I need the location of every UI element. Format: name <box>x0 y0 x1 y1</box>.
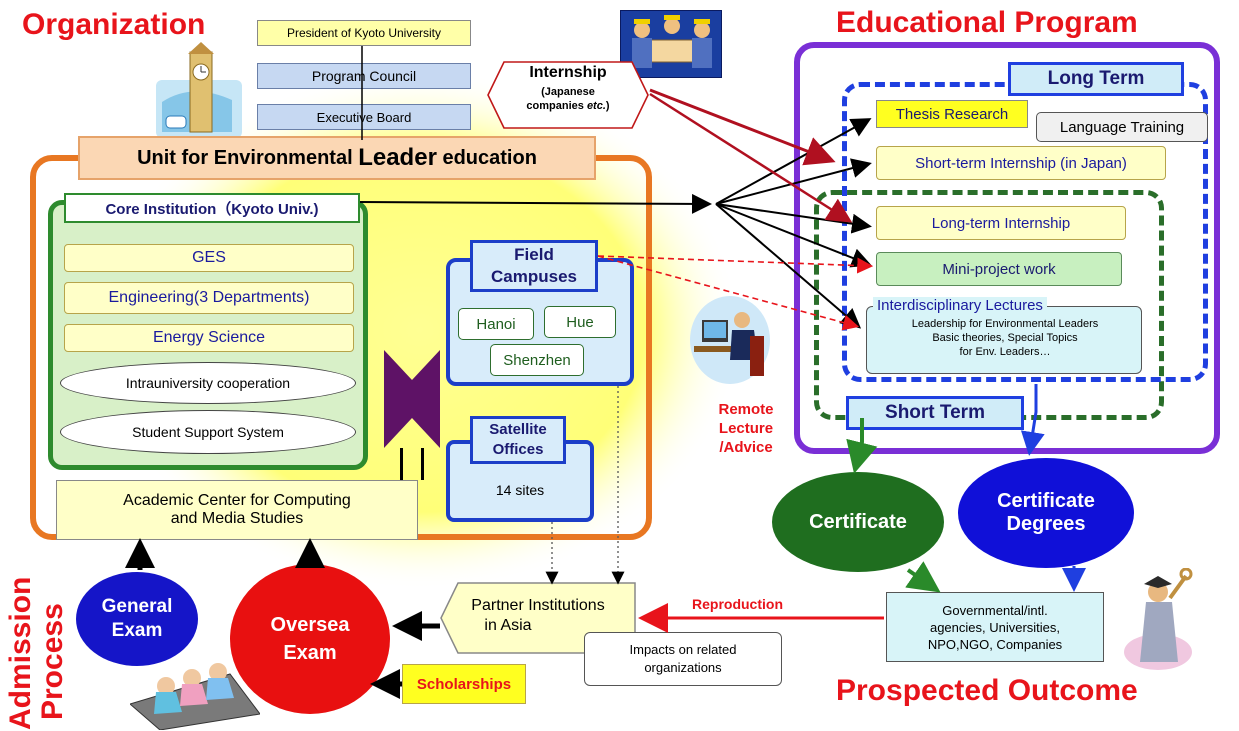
lectures-title: Interdisciplinary Lectures <box>873 297 1047 314</box>
businessman-computer-icon <box>684 290 774 390</box>
core-item-intrauniversity: Intrauniversity cooperation <box>60 362 356 404</box>
satellite-title-line2: Offices <box>492 441 544 458</box>
unit-title-pre: Unit for Environmental <box>137 146 359 169</box>
internship-hexagon: Internship (Japanese companies etc.) <box>486 60 650 130</box>
president-box: President of Kyoto University <box>257 20 471 46</box>
general-exam-line1: General <box>101 596 173 617</box>
mini-project-box: Mini-project work <box>876 252 1122 286</box>
educational-program-title: Educational Program <box>836 6 1138 39</box>
executive-board-box: Executive Board <box>257 104 471 130</box>
thesis-research-box: Thesis Research <box>876 100 1028 128</box>
certificate-oval: Certificate <box>772 472 944 572</box>
reproduction-label: Reproduction <box>692 596 783 612</box>
partner-text: Partner Institutions in Asia <box>440 596 636 636</box>
scholarships-box: Scholarships <box>402 664 526 704</box>
remote-line3: /Advice <box>719 439 773 456</box>
short-term-label: Short Term <box>846 396 1024 430</box>
lectures-line1: Leadership for Environmental Leaders <box>911 318 1099 330</box>
academic-center-line2: and Media Studies <box>170 510 304 527</box>
satellite-title-line1: Satellite <box>489 421 547 438</box>
core-item-ges: GES <box>64 244 354 272</box>
oversea-exam-circle: Oversea Exam <box>230 564 390 714</box>
partner-line2: in Asia <box>484 617 532 634</box>
oversea-exam-line1: Oversea <box>270 614 350 636</box>
admission-line2: Process <box>36 603 69 720</box>
site-hue: Hue <box>544 306 616 338</box>
impacts-box: Impacts on related organizations <box>584 632 782 686</box>
internship-sub2-text: companies <box>526 100 584 112</box>
unit-title-post: education <box>436 146 537 169</box>
impacts-line1: Impacts on related <box>629 642 737 657</box>
unit-title: Unit for Environmental Leader education <box>78 136 596 180</box>
organization-title: Organization <box>22 8 206 41</box>
agencies-line3: NPO,NGO, Companies <box>927 636 1063 652</box>
long-term-label: Long Term <box>1008 62 1184 96</box>
satellite-count: 14 sites <box>495 482 545 498</box>
program-council-box: Program Council <box>257 63 471 89</box>
core-item-engineering: Engineering(3 Departments) <box>64 282 354 314</box>
language-training-box: Language Training <box>1036 112 1208 142</box>
workers-icon <box>620 10 722 78</box>
agencies-line1: Governmental/intl. <box>942 602 1048 618</box>
admission-process-title: Admission Process <box>0 530 70 730</box>
remote-line2: Lecture <box>718 420 774 437</box>
clock-tower-icon <box>152 42 248 142</box>
oversea-exam-line2: Exam <box>283 642 337 664</box>
students-exam-icon <box>130 634 260 730</box>
cert-degrees-line1: Certificate <box>997 490 1095 512</box>
cert-degrees-line2: Degrees <box>1006 513 1086 535</box>
certificate-degrees-oval: Certificate Degrees <box>958 458 1134 568</box>
remote-lecture-label: Remote Lecture /Advice <box>716 400 776 457</box>
internship-close: ) <box>605 100 610 112</box>
core-item-energy-science: Energy Science <box>64 324 354 352</box>
field-title-line2: Campuses <box>491 267 577 286</box>
academic-center-box: Academic Center for Computing and Media … <box>56 480 418 540</box>
graduate-key-icon <box>1120 568 1198 672</box>
remote-line1: Remote <box>718 401 774 418</box>
short-term-internship-box: Short-term Internship (in Japan) <box>876 146 1166 180</box>
unit-title-big: Leader <box>358 144 437 171</box>
lectures-line3: for Env. Leaders… <box>959 346 1051 358</box>
academic-center-line1: Academic Center for Computing <box>123 492 351 509</box>
lectures-box: Interdisciplinary Lectures Leadership fo… <box>866 297 1143 374</box>
agencies-line2: agencies, Universities, <box>929 619 1061 635</box>
core-item-student-support: Student Support System <box>60 410 356 454</box>
site-hanoi: Hanoi <box>458 308 534 340</box>
site-shenzhen: Shenzhen <box>490 344 584 376</box>
internship-title: Internship <box>529 64 607 81</box>
impacts-line2: organizations <box>644 660 722 675</box>
internship-sub2: companies etc.) <box>486 100 650 112</box>
field-title-line1: Field <box>514 245 554 264</box>
lectures-details: Leadership for Environmental Leaders Bas… <box>867 317 1143 359</box>
satellite-offices-title: Satellite Offices <box>470 416 566 464</box>
purple-double-arrow <box>382 350 442 480</box>
partner-line1: Partner Institutions <box>471 597 605 614</box>
field-campuses-title: Field Campuses <box>470 240 598 292</box>
internship-sub1: (Japanese <box>541 86 595 98</box>
agencies-box: Governmental/intl. agencies, Universitie… <box>886 592 1104 662</box>
internship-etc: etc. <box>586 100 606 112</box>
general-exam-line2: Exam <box>111 620 163 641</box>
general-exam-circle: General Exam <box>76 572 198 666</box>
long-term-internship-box: Long-term Internship <box>876 206 1126 240</box>
prospected-outcome-title: Prospected Outcome <box>836 674 1138 707</box>
core-institution-title: Core Institution（Kyoto Univ.) <box>64 193 360 223</box>
lectures-line2: Basic theories, Special Topics <box>932 332 1078 344</box>
admission-line1: Admission <box>4 577 37 730</box>
